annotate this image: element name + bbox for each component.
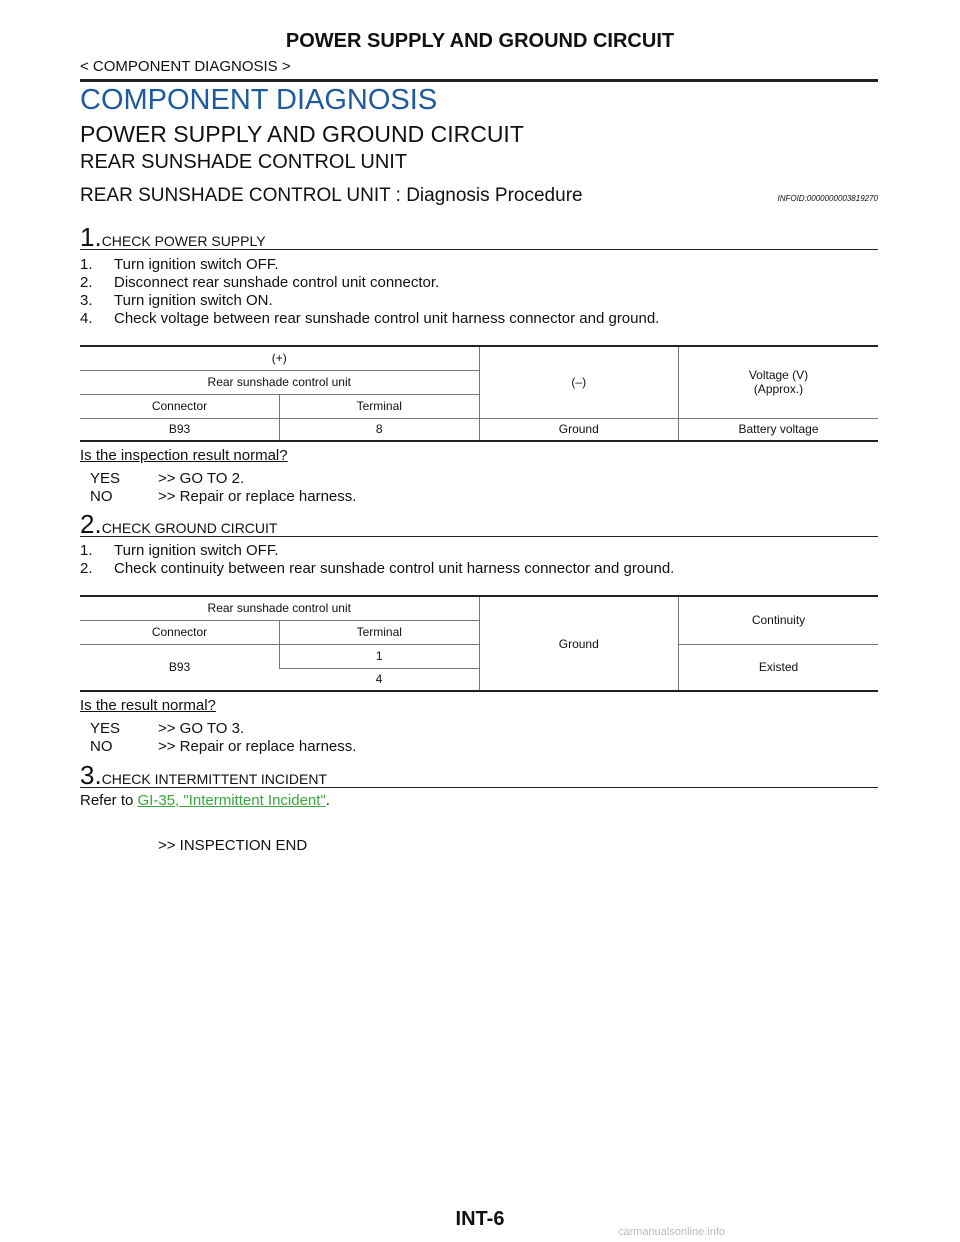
cell-minus: Ground — [478, 417, 679, 441]
watermark: carmanualsonline.info — [618, 1226, 726, 1238]
step-1-heading: 1.CHECK POWER SUPPLY — [80, 222, 878, 252]
step-2-heading: 2.CHECK GROUND CIRCUIT — [80, 509, 878, 539]
cell-result: Existed — [678, 643, 878, 691]
col-continuity: Continuity — [678, 596, 878, 644]
step-1-number: 1. — [80, 222, 102, 252]
subsection-title: REAR SUNSHADE CONTROL UNIT — [80, 151, 408, 173]
step-1-item: 2.Disconnect rear sunshade control unit … — [80, 274, 440, 291]
col-unit: Rear sunshade control unit — [80, 369, 479, 394]
running-title: POWER SUPPLY AND GROUND CIRCUIT — [285, 30, 675, 52]
table-row: B93 1 Existed — [80, 643, 878, 691]
gi-35-link[interactable]: GI-35, "Intermittent Incident" — [137, 792, 326, 809]
step-3-number: 3. — [80, 760, 102, 790]
step-1-yes: YES>> GO TO 2. — [90, 470, 245, 487]
table-row: 4 — [80, 667, 878, 691]
step-2-item: 2.Check continuity between rear sunshade… — [80, 560, 675, 577]
info-id: INFOID:0000000003819270 — [777, 194, 878, 203]
step-1-question: Is the inspection result normal? — [80, 447, 288, 464]
step-1-item: 3.Turn ignition switch ON. — [80, 292, 273, 309]
page-number: INT-6 — [455, 1208, 505, 1230]
step-2-number: 2. — [80, 509, 102, 539]
step-2-yes: YES>> GO TO 3. — [90, 720, 245, 737]
col-voltage: Voltage (V)(Approx.) — [678, 346, 878, 418]
step-1-no: NO>> Repair or replace harness. — [90, 488, 357, 505]
cell-terminal: 1 — [279, 643, 479, 668]
step-3-end: >> INSPECTION END — [158, 837, 308, 854]
col-unit: Rear sunshade control unit — [207, 601, 351, 616]
continuity-table: Rear sunshade control unit Ground Contin… — [80, 595, 878, 692]
step-2-title: CHECK GROUND CIRCUIT — [101, 520, 278, 536]
step-3-heading: 3.CHECK INTERMITTENT INCIDENT — [80, 760, 878, 790]
procedure-title: REAR SUNSHADE CONTROL UNIT : Diagnosis P… — [80, 185, 583, 206]
col-connector: Connector — [80, 619, 280, 644]
breadcrumb: < COMPONENT DIAGNOSIS > — [80, 58, 291, 75]
col-terminal: Terminal — [279, 393, 479, 418]
cell-connector: B93 — [80, 417, 280, 441]
section-title: COMPONENT DIAGNOSIS — [80, 84, 438, 116]
cell-voltage: Battery voltage — [678, 417, 878, 441]
page-title: POWER SUPPLY AND GROUND CIRCUIT — [80, 121, 524, 147]
col-ground: Ground — [478, 596, 679, 691]
col-connector: Connector — [80, 393, 280, 418]
step-2-no: NO>> Repair or replace harness. — [90, 738, 357, 755]
table-row: B93 8 Ground Battery voltage — [80, 417, 878, 441]
step-1-item: 1.Turn ignition switch OFF. — [80, 256, 279, 273]
step-2-question: Is the result normal? — [80, 697, 216, 714]
col-terminal: Terminal — [279, 619, 479, 644]
step-2-item: 1.Turn ignition switch OFF. — [80, 542, 279, 559]
cell-terminal: 4 — [279, 667, 479, 691]
step-3-refer: Refer to GI-35, "Intermittent Incident". — [80, 792, 330, 809]
cell-connector: B93 — [80, 643, 280, 691]
col-minus: (–) — [478, 346, 679, 418]
step-1-item: 4.Check voltage between rear sunshade co… — [80, 310, 660, 327]
step-1-title: CHECK POWER SUPPLY — [101, 233, 266, 249]
step-3-title: CHECK INTERMITTENT INCIDENT — [101, 771, 327, 787]
cell-terminal: 8 — [279, 417, 479, 441]
voltage-table: (+) (–) Voltage (V)(Approx.) Rear sunsha… — [80, 345, 878, 442]
header-rule — [80, 79, 878, 82]
col-plus: (+) — [271, 351, 287, 366]
